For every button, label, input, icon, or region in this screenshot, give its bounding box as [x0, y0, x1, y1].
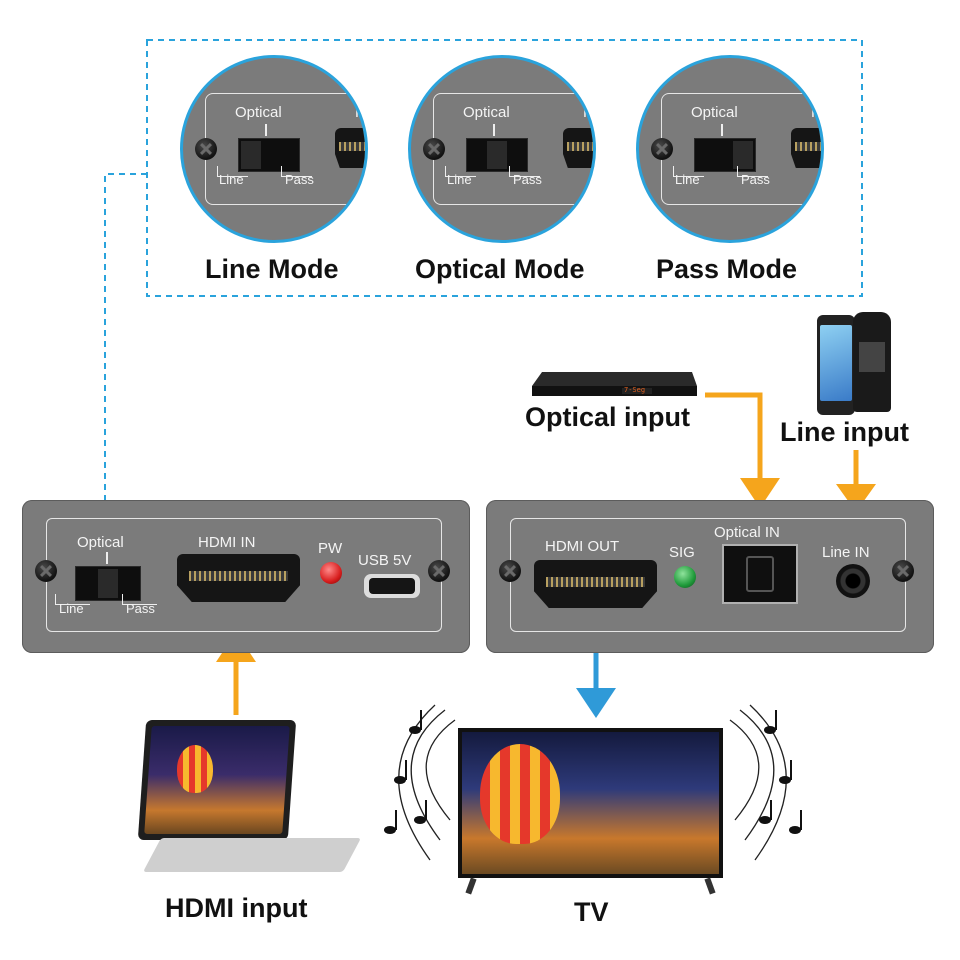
mode-label-pass: Pass	[513, 172, 542, 187]
recorder-icon	[853, 312, 891, 412]
signal-led-label: SIG	[669, 544, 695, 561]
usb-port[interactable]	[364, 574, 420, 598]
caption-optical-mode: Optical Mode	[415, 254, 585, 284]
optical-in-port[interactable]	[722, 544, 798, 604]
mode-switch	[238, 138, 300, 172]
mode-switch[interactable]	[75, 566, 141, 601]
optical-source-device: 7-Seg	[532, 370, 697, 398]
mode-port-hint: H	[811, 104, 822, 121]
switch-label-pass: Pass	[126, 601, 155, 616]
hdmi-port-icon	[791, 128, 821, 168]
power-led-label: PW	[318, 540, 343, 557]
hdmi-out-port[interactable]	[534, 560, 657, 608]
mode-detail-optical: Optical Line Pass H	[408, 55, 596, 243]
music-notes-right-icon	[729, 704, 802, 861]
mode-detail-pass: Optical Line Pass H	[636, 55, 824, 243]
caption-optical-input: Optical input	[525, 402, 690, 432]
hdmi-in-label: HDMI IN	[198, 534, 256, 551]
switch-label-optical: Optical	[77, 534, 124, 551]
player-display: 7-Seg	[624, 386, 646, 394]
mode-port-hint: H	[583, 104, 594, 121]
caption-line-mode: Line Mode	[205, 254, 339, 284]
mode-label-optical: Optical	[463, 104, 510, 121]
mode-label-line: Line	[675, 172, 700, 187]
caption-tv: TV	[574, 897, 609, 927]
power-led	[320, 562, 342, 584]
mode-label-pass: Pass	[285, 172, 314, 187]
phone-icon	[817, 315, 855, 415]
optical-in-label: Optical IN	[714, 524, 780, 541]
hdmi-port-icon	[563, 128, 593, 168]
switch-label-line: Line	[59, 601, 84, 616]
mode-switch	[694, 138, 756, 172]
caption-hdmi-input: HDMI input	[165, 893, 308, 923]
line-in-label: Line IN	[822, 544, 870, 561]
hdmi-port-icon	[335, 128, 365, 168]
mode-switch	[466, 138, 528, 172]
tv-icon	[458, 728, 723, 895]
music-notes-left-icon	[384, 704, 456, 861]
mode-label-optical: Optical	[691, 104, 738, 121]
line-in-jack[interactable]	[836, 564, 870, 598]
mode-label-optical: Optical	[235, 104, 282, 121]
usb-label: USB 5V	[358, 552, 412, 569]
player-icon	[532, 372, 697, 396]
caption-line-input: Line input	[780, 417, 909, 447]
hdmi-in-port[interactable]	[177, 554, 300, 602]
device-panel-right: HDMI OUT SIG Optical IN Line IN	[486, 500, 934, 653]
mode-label-line: Line	[219, 172, 244, 187]
hdmi-out-label: HDMI OUT	[545, 538, 620, 555]
mode-detail-line: Optical Line Pass H	[180, 55, 368, 243]
caption-pass-mode: Pass Mode	[656, 254, 798, 284]
signal-led	[674, 566, 696, 588]
mode-label-line: Line	[447, 172, 472, 187]
mode-label-pass: Pass	[741, 172, 770, 187]
device-panel-left: Optical Line Pass HDMI IN PW USB 5V	[22, 500, 470, 653]
laptop-icon	[132, 720, 362, 880]
mode-port-hint: H	[355, 104, 366, 121]
